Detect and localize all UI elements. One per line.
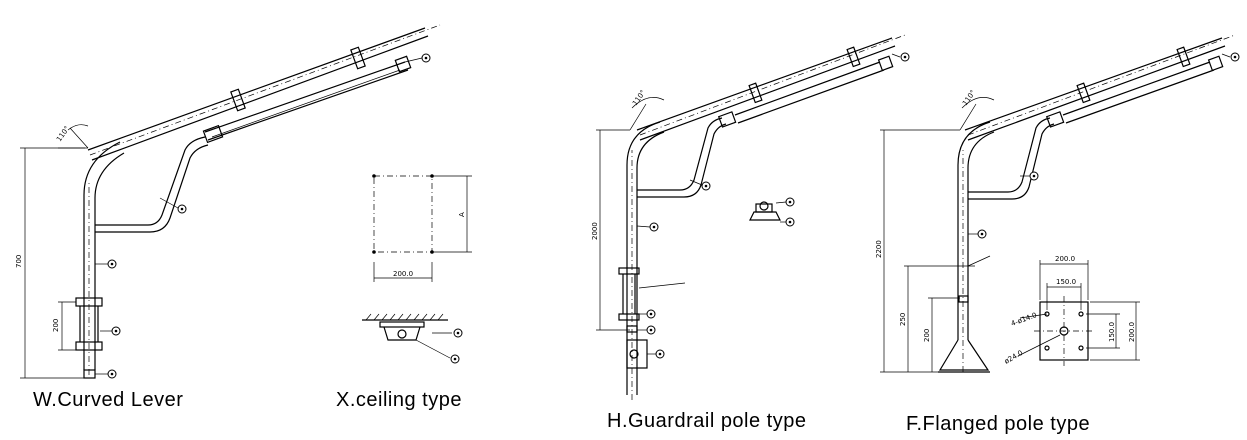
f-bolt-label: 4-ø14.0 bbox=[1010, 311, 1038, 328]
f-top-200-label: 200.0 bbox=[1055, 255, 1075, 263]
w-height-label: 700 bbox=[15, 255, 23, 268]
h-angle-label: 110° bbox=[631, 89, 647, 107]
ceiling-type-caption: X.ceiling type bbox=[336, 389, 462, 411]
w-clamp-label: 200 bbox=[52, 319, 60, 332]
f-right-150-label: 150.0 bbox=[1108, 322, 1116, 342]
f-height-label: 2200 bbox=[875, 240, 883, 258]
w-angle-label: 110° bbox=[55, 125, 71, 143]
flanged-pole-caption: F.Flanged pole type bbox=[906, 413, 1091, 435]
h-height-label: 2000 bbox=[591, 222, 599, 240]
ceiling-type-drawing bbox=[362, 174, 472, 364]
guardrail-pole-caption: H.Guardrail pole type bbox=[607, 410, 807, 432]
x-side-label: A bbox=[458, 212, 466, 217]
f-angle-label: 110° bbox=[961, 89, 977, 107]
curved-lever-caption: W.Curved Lever bbox=[33, 389, 184, 411]
f-200-label: 200 bbox=[923, 329, 931, 342]
f-right-200-label: 200.0 bbox=[1128, 322, 1136, 342]
f-hole-label: ø24.0 bbox=[1003, 349, 1024, 366]
f-250-label: 250 bbox=[899, 313, 907, 326]
x-width-label: 200.0 bbox=[393, 270, 413, 278]
flanged-pole-drawing bbox=[880, 34, 1240, 373]
guardrail-pole-drawing bbox=[596, 34, 910, 400]
curved-lever-drawing bbox=[20, 24, 441, 379]
f-150-label: 150.0 bbox=[1056, 278, 1076, 286]
